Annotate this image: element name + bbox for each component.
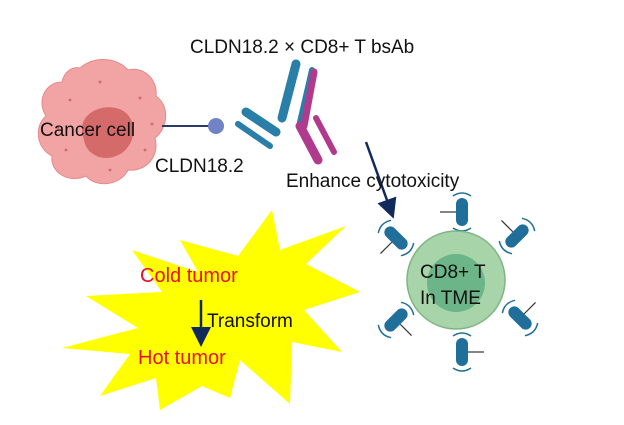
cytotoxicity-arrow <box>364 141 397 219</box>
cldn18-antigen <box>208 118 224 134</box>
t-cell-nucleus <box>427 254 485 312</box>
t-cell-label-line1: CD8+ T <box>420 262 486 283</box>
cancer-cell-label: Cancer cell <box>40 120 135 141</box>
transform-label: Transform <box>207 311 293 332</box>
cldn18-label: CLDN18.2 <box>155 156 244 177</box>
tumor-starburst <box>62 210 360 410</box>
cancer-cell-nucleus <box>82 107 134 159</box>
cold-tumor-label: Cold tumor <box>140 265 238 287</box>
cancer-cell: Cancer cell <box>37 59 167 185</box>
title: CLDN18.2 × CD8+ T bsAb <box>190 37 414 58</box>
bispecific-antibody <box>235 59 337 165</box>
cd8-t-cell: CD8+ T In TME <box>366 192 550 372</box>
t-cell-label-line2: In TME <box>420 288 481 309</box>
effect-label: Enhance cytotoxicity <box>286 171 460 192</box>
hot-tumor-label: Hot tumor <box>138 347 226 369</box>
